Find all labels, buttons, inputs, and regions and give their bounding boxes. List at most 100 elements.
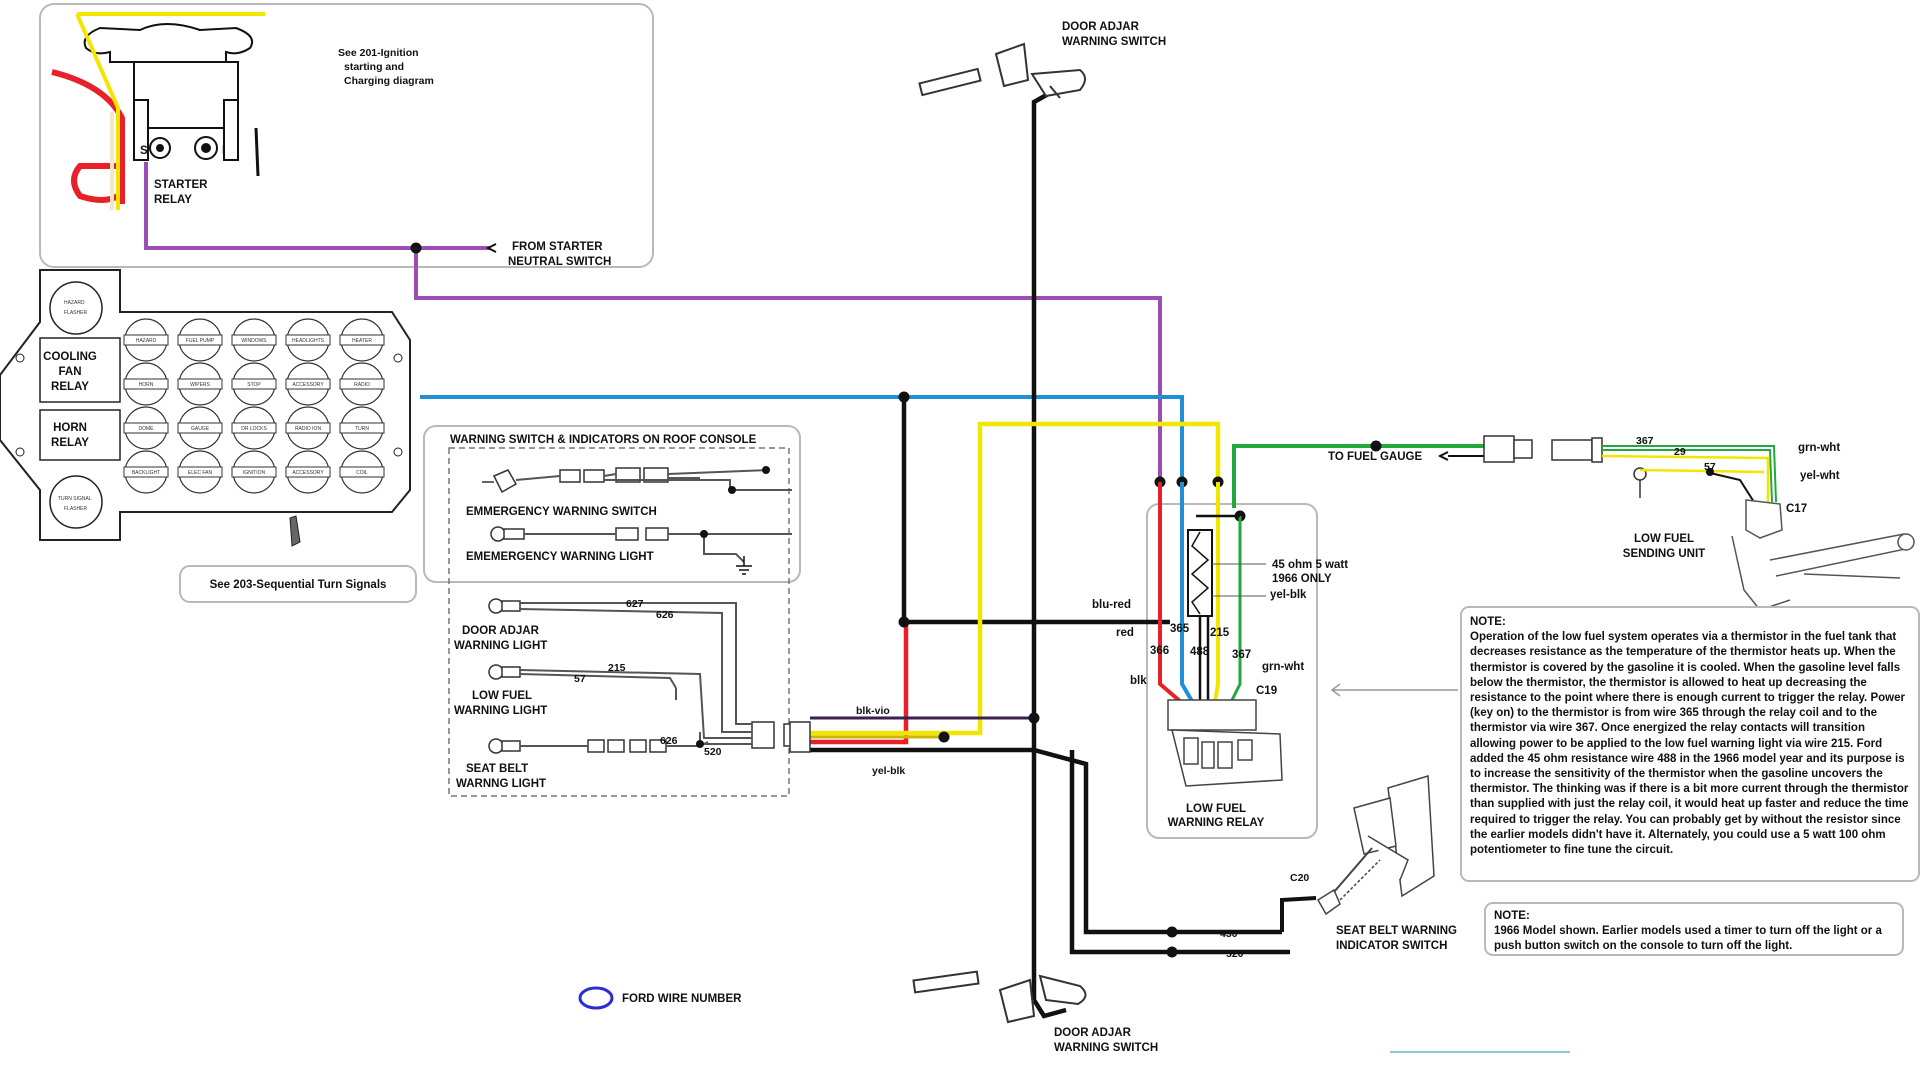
note-low-fuel-operation: NOTE: Operation of the low fuel system o… xyxy=(1460,606,1920,882)
fuse-label-plate xyxy=(285,334,331,346)
junction-dots xyxy=(410,242,1382,958)
relay-pointer-arrow xyxy=(1330,683,1458,697)
fuse-label-plate xyxy=(231,378,277,390)
cooling-fan-relay-label: FAN xyxy=(59,366,82,378)
relay-terminal-i: I xyxy=(222,145,225,157)
fuse-label-plate xyxy=(123,334,169,346)
green-wire xyxy=(1232,444,1490,508)
wire-626: 626 xyxy=(656,609,674,621)
low-fuel-light-label: LOW FUEL xyxy=(472,690,532,702)
to-fuel-gauge-label: TO FUEL GAUGE xyxy=(1328,451,1422,463)
starter-relay-label: STARTER xyxy=(154,179,208,191)
fuse-label-plate xyxy=(177,422,223,434)
fuse-hazard-label: FLASHER xyxy=(64,310,87,316)
fuse-label: RADIO xyxy=(354,382,370,388)
wire-520: 520 xyxy=(704,746,722,758)
starter-relay-label: RELAY xyxy=(154,194,192,206)
roof-console-title: WARNING SWITCH & INDICATORS ON ROOF CONS… xyxy=(450,434,757,446)
horn-relay-label: HORN xyxy=(53,422,87,434)
starter-relay-panel xyxy=(39,3,654,268)
relay-green-wire xyxy=(1226,516,1242,709)
emergency-light xyxy=(490,526,669,542)
wire-29: 29 xyxy=(1674,446,1686,458)
sending-unit-label: SENDING UNIT xyxy=(1623,548,1705,560)
sending-unit xyxy=(1731,499,1915,611)
seat-belt-switch-label: SEAT BELT WARNING xyxy=(1336,925,1457,937)
ignition-ref-line: Charging diagram xyxy=(344,75,434,87)
fuse-label: HEADLIGHTS xyxy=(292,338,325,344)
fuse-label-plate xyxy=(285,378,331,390)
seat-belt-switch-label: INDICATOR SWITCH xyxy=(1336,940,1447,952)
turn-signals-ref-box xyxy=(179,565,417,603)
emergency-switch-wires xyxy=(515,469,792,491)
red-loop xyxy=(810,620,909,745)
blk-label: blk xyxy=(1130,675,1147,687)
door-switch-bottom-label: DOOR ADJAR xyxy=(1054,1027,1132,1039)
console-connector xyxy=(789,721,811,753)
ignition-ref-line: See 201-Ignition xyxy=(338,47,419,59)
resistor-label: 1966 ONLY xyxy=(1272,573,1332,585)
sender-black-wire xyxy=(1705,471,1755,503)
fuse-label: HORN xyxy=(139,382,154,388)
wire-367-sender: 367 xyxy=(1636,435,1654,447)
turn-flasher-label: TURN SIGNAL xyxy=(58,496,92,502)
wire-365: 365 xyxy=(1170,623,1190,635)
emergency-light-label: EMEMERGENCY WARNING LIGHT xyxy=(466,551,654,563)
legend-label: FORD WIRE NUMBER xyxy=(622,993,742,1005)
fuse-label: IGNITION xyxy=(243,470,266,476)
wire-627: 627 xyxy=(626,598,644,610)
cooling-fan-relay-label: COOLING xyxy=(43,351,97,363)
fuse-label: ACCESSORY xyxy=(292,382,324,388)
svg-text:starting and: starting and xyxy=(344,61,404,73)
note-text: Operation of the low fuel system operate… xyxy=(1470,631,1909,857)
wire-57-sender: 57 xyxy=(1704,461,1716,473)
fuse-label-plate xyxy=(231,334,277,346)
note-heading: NOTE: xyxy=(1470,616,1506,628)
resistor-label: 45 ohm 5 watt xyxy=(1272,559,1348,571)
wire-215-relay: 215 xyxy=(1210,627,1230,639)
fuse-label: RADIO ION xyxy=(295,426,322,432)
door-switch-top-label: DOOR ADJAR xyxy=(1062,21,1140,33)
fuel-gauge-arrow xyxy=(1437,451,1449,461)
starter-relay xyxy=(83,23,260,177)
yel-blk-label: yel-blk xyxy=(872,765,905,777)
emergency-light-wires xyxy=(524,533,792,563)
fuse-label-plate xyxy=(177,378,223,390)
wire-366: 366 xyxy=(1150,645,1169,657)
fuse-label-plate xyxy=(339,422,385,434)
black-blu-to-junction xyxy=(901,397,1170,625)
c20-label: C20 xyxy=(1290,872,1309,884)
seat-belt-light-label: SEAT BELT xyxy=(466,763,528,775)
indicator-lamps xyxy=(488,598,799,754)
wire-367: 367 xyxy=(1232,649,1251,661)
fuse-label-plate xyxy=(231,422,277,434)
c17-label: C17 xyxy=(1786,503,1807,515)
red-label: red xyxy=(1116,627,1134,639)
arrow-from-starter xyxy=(485,243,497,253)
wire-57: 57 xyxy=(574,673,586,685)
yel-wht-sender: yel-wht xyxy=(1800,470,1840,482)
door-switch-bottom xyxy=(912,970,1087,1024)
fuse-label: TURN xyxy=(355,426,369,432)
black-main-wire xyxy=(1031,82,1068,1019)
resistor-leader xyxy=(1212,563,1266,597)
door-adjar-light-label: DOOR ADJAR xyxy=(462,625,540,637)
blu-red-label: blu-red xyxy=(1092,599,1131,611)
sending-unit-label: LOW FUEL xyxy=(1634,533,1694,545)
seat-belt-light-label: WARNNG LIGHT xyxy=(456,778,546,790)
fuse-label-plate xyxy=(177,466,223,478)
turn-flasher-label: FLASHER xyxy=(64,506,87,512)
fuse-label: WINDOWS xyxy=(241,338,267,344)
wire-430: 430 xyxy=(1220,928,1238,940)
low-fuel-relay-label: LOW FUEL xyxy=(1186,803,1246,815)
fuse-label-plate xyxy=(231,466,277,478)
fuse-label-plate xyxy=(177,334,223,346)
note-1966-model: NOTE: 1966 Model shown. Earlier models u… xyxy=(1484,902,1904,956)
seatbelt-link-wire xyxy=(1280,896,1317,932)
fuse-label-plate xyxy=(123,378,169,390)
cooling-fan-relay-label: RELAY xyxy=(51,381,89,393)
fuse-label: COIL xyxy=(356,470,368,476)
blk-vio-label: blk-vio xyxy=(856,705,890,717)
fuse-label-plate xyxy=(285,422,331,434)
